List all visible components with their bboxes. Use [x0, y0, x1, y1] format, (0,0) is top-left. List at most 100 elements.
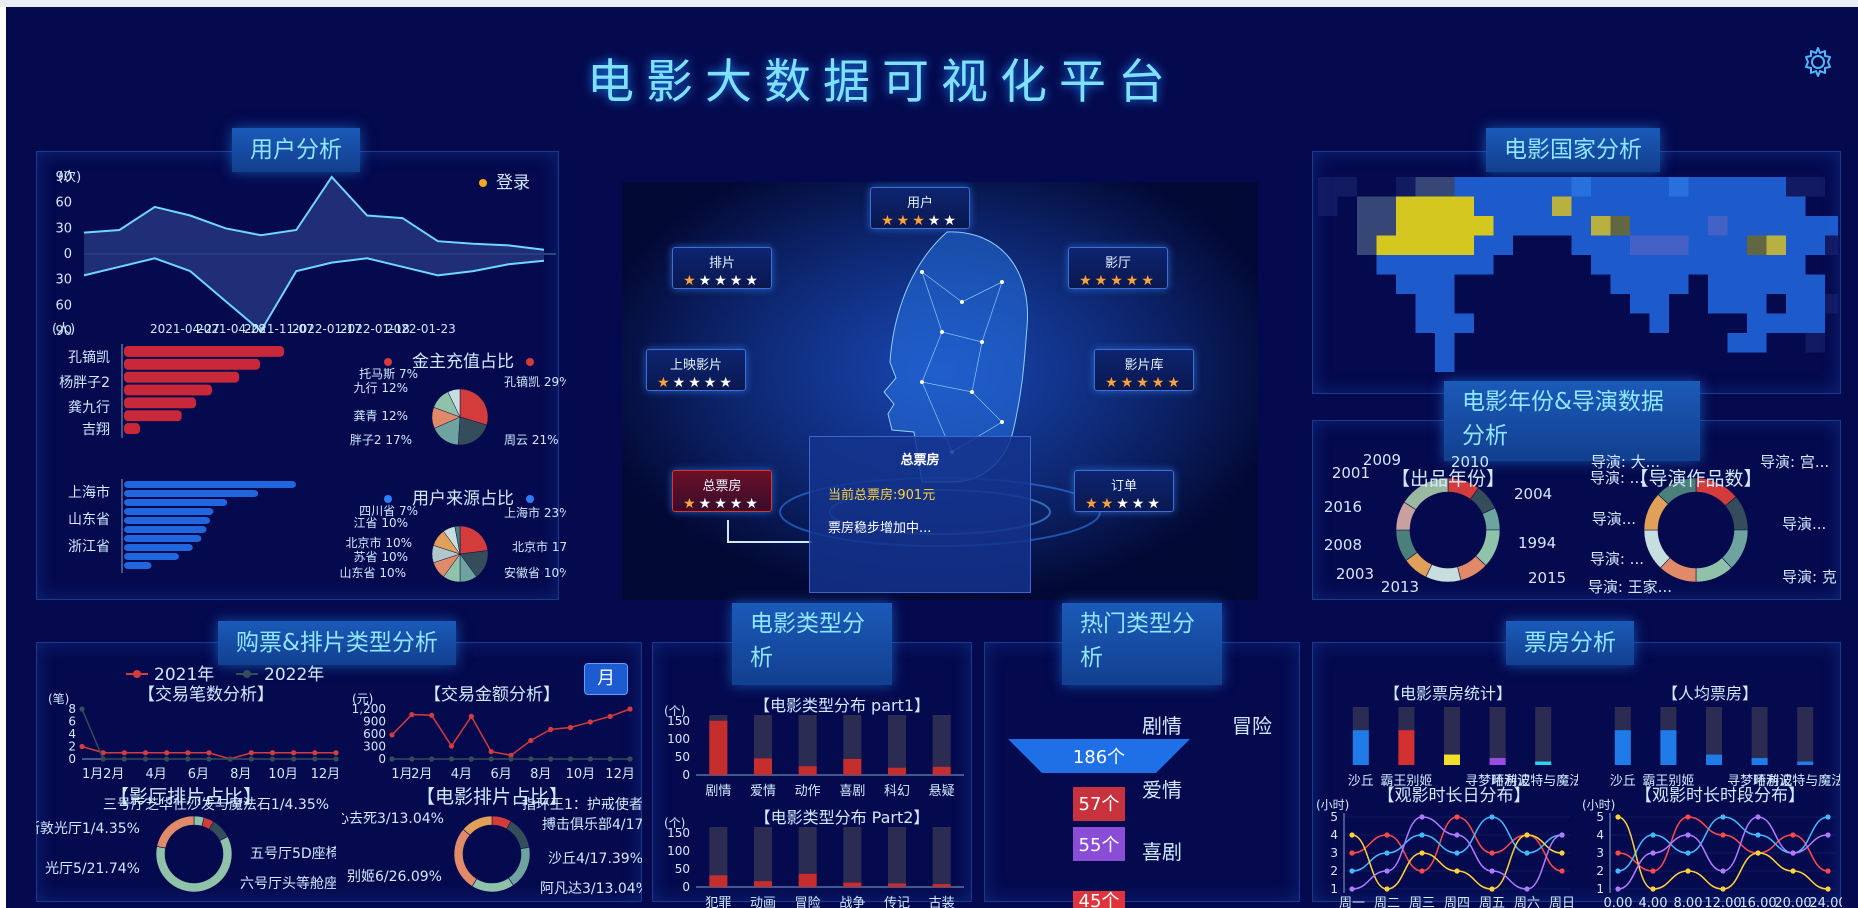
map-cell [1747, 177, 1767, 197]
star-icon: ★ [714, 273, 730, 289]
slice-label: 三号厅芝华仕沙发与魔法石1/4.35% [103, 797, 329, 813]
director-donut-chart: 【导演作品数】导演: 大...导演: 宫...导演: ...导演...导演...… [1588, 453, 1836, 596]
category-label: 杨胖子2 [59, 375, 110, 391]
star-icon: ★ [1079, 273, 1095, 289]
gear-icon[interactable] [1801, 45, 1835, 79]
node-schedule[interactable]: 排片★★★★★ [672, 247, 772, 289]
node-showing[interactable]: 上映影片★★★★★ [646, 349, 746, 391]
node-order[interactable]: 订单★★★★★ [1074, 470, 1174, 512]
legend-label: 2021年 [154, 665, 214, 685]
series-lower [83, 257, 545, 333]
map-cell [1727, 333, 1747, 353]
funnel-value: 57个 [1079, 794, 1120, 815]
map-cell [1805, 216, 1825, 236]
category-label: 孔镝凯 [68, 349, 110, 366]
legend-label: 登录 [496, 173, 530, 193]
node-box-office[interactable]: 总票房★★★★★ [672, 470, 772, 512]
map-cell [1669, 255, 1689, 275]
bar-background [932, 715, 951, 775]
map-cell [1552, 177, 1572, 197]
x-tick: 2022-01-18 [340, 322, 410, 336]
axis-unit: (笔) [48, 691, 69, 706]
bar-background [888, 715, 906, 775]
node-library[interactable]: 影片库★★★★★ [1094, 349, 1194, 391]
map-cell [1786, 274, 1806, 294]
box-office-bar-chart: 【电影票房统计】沙丘霸王别姬寻梦环游记哈利波特与魔法石 [1348, 684, 1578, 789]
legend-dot [479, 179, 487, 187]
bar [124, 384, 212, 396]
slice-label: 沙丘4/17.39% [548, 851, 642, 867]
map-cell [1571, 235, 1591, 255]
bar-background [798, 715, 817, 775]
map-cell [1552, 216, 1572, 236]
slice-label: 2009 [1363, 451, 1401, 469]
legend-dot [384, 358, 392, 366]
slice-label: 周云 21% [504, 433, 559, 447]
slice-label: 导演: 克... [1782, 568, 1836, 586]
map-cell [1415, 294, 1435, 314]
node-hall[interactable]: 影厅★★★★★ [1068, 247, 1168, 289]
bar-background [1751, 707, 1768, 765]
series-line [81, 745, 336, 760]
bar [1535, 761, 1552, 765]
star-icon: ★ [688, 375, 704, 391]
star-icon: ★ [1151, 375, 1168, 391]
x-tick: 寻梦环游记 [1727, 774, 1792, 789]
chart-title: 【电影类型分布 Part2】 [755, 808, 930, 827]
map-cell [1513, 196, 1533, 216]
category-label: 吉翔 [82, 422, 110, 438]
y-tick: 0 [64, 247, 72, 262]
y-tick: 900 [363, 715, 386, 729]
slice-label: 光厅5/21.74% [45, 861, 140, 877]
y-tick: 5 [1330, 810, 1338, 824]
x-tick: 周四 [1444, 896, 1470, 908]
map-cell [1669, 235, 1689, 255]
x-tick: 霸王别姬 [1380, 774, 1432, 789]
y-tick: 2 [1330, 864, 1338, 878]
map-cell [1415, 313, 1435, 333]
map-cell [1610, 196, 1630, 216]
y-tick: 2 [68, 740, 76, 754]
map-cell [1727, 294, 1747, 314]
category-label: 浙江省 [68, 539, 110, 555]
map-cell [1376, 196, 1396, 216]
funnel-value: 186个 [1073, 747, 1125, 768]
map-cell [1591, 177, 1611, 197]
slice-label: 四川省 7% [359, 504, 418, 518]
slice-label: 导演: ... [1590, 550, 1644, 568]
series-line [1351, 834, 1563, 890]
slice-label: 2001 [1332, 464, 1370, 482]
node-label: 排片 [708, 256, 735, 271]
x-tick: 悬疑 [929, 783, 955, 799]
bar [798, 873, 817, 887]
slice-label: 安徽省 10% [504, 565, 566, 580]
map-cell [1415, 235, 1435, 255]
box-office-title: 票房分析 [1506, 621, 1634, 665]
map-cell [1649, 294, 1669, 314]
map-cell [1318, 196, 1338, 216]
legend-dot [526, 495, 534, 503]
y-tick: 60 [55, 298, 72, 313]
browser-top-strip [0, 0, 1858, 7]
bar-background [932, 827, 951, 887]
bar [124, 508, 214, 515]
axis-unit: (元) [352, 692, 373, 706]
map-cell [1630, 235, 1650, 255]
map-cell [1376, 216, 1396, 236]
star-icon: ★ [943, 213, 959, 229]
map-cell [1669, 216, 1689, 236]
y-tick: 0 [682, 880, 690, 894]
map-cell [1766, 196, 1786, 216]
bar [1489, 758, 1506, 765]
month-toggle-button[interactable]: 月 [584, 663, 628, 695]
donut-title: 【影厅排片占比】 [110, 786, 262, 808]
map-cell [1396, 274, 1416, 294]
year-director-title: 电影年份&导演数据分析 [1444, 381, 1700, 461]
donut-slice [453, 828, 478, 887]
map-cell [1454, 216, 1474, 236]
map-cell [1630, 216, 1650, 236]
node-user[interactable]: 用户★★★★★ [870, 187, 970, 229]
